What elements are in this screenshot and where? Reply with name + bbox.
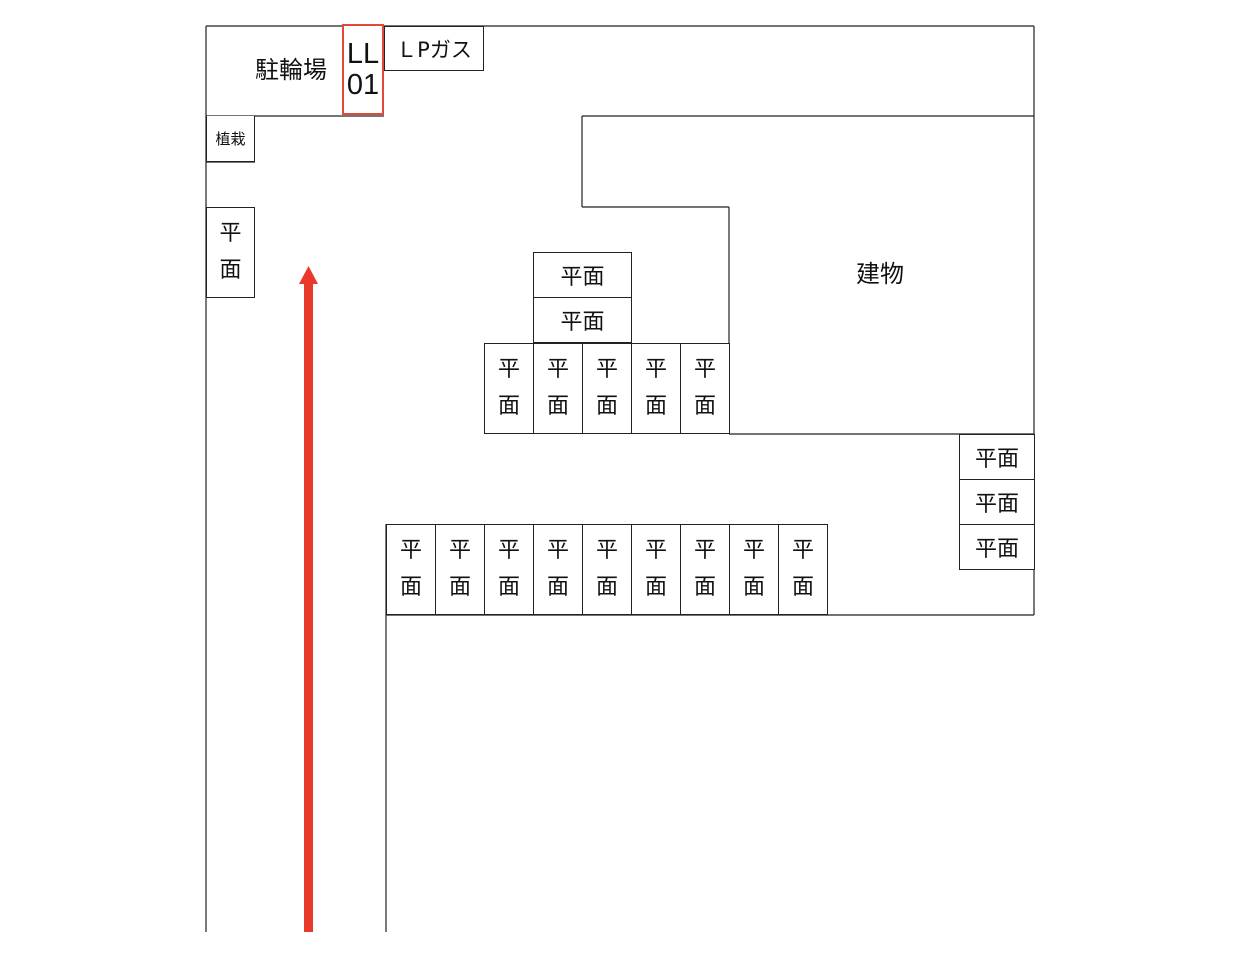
stall-label: 平面 — [974, 537, 1019, 562]
stall-label: 平面 — [560, 265, 605, 290]
parking-stall-center-2[interactable]: 平面 — [533, 297, 632, 343]
stall-label-bottom: 面 — [742, 575, 765, 600]
lp-gas-area: ＬPガス — [384, 26, 484, 71]
stall-label-bottom: 面 — [399, 575, 422, 600]
parking-stall-center-1[interactable]: 平面 — [533, 252, 632, 298]
stall-label-bottom: 面 — [497, 575, 520, 600]
stall-label-bottom: 面 — [644, 394, 667, 419]
stall-label-top: 平 — [644, 357, 667, 382]
stall-label-top: 平 — [791, 538, 814, 563]
stall-label-bottom: 面 — [791, 575, 814, 600]
stall-label-top: 平 — [546, 357, 569, 382]
stall-label: 平面 — [974, 492, 1019, 517]
stall-label-bottom: 面 — [497, 394, 520, 419]
stall-label-top: 平 — [693, 538, 716, 563]
bicycle-parking-label: 駐輪場 — [255, 56, 327, 84]
parking-stall-bottom-3[interactable]: 平 面 — [484, 524, 534, 615]
spot-code-line1: LL — [346, 38, 380, 71]
stall-label-bottom: 面 — [546, 575, 569, 600]
parking-stall-middle-3[interactable]: 平 面 — [582, 343, 632, 434]
planting-label: 植栽 — [215, 130, 246, 148]
stall-label-top: 平 — [595, 538, 618, 563]
stall-label: 平面 — [560, 310, 605, 335]
stall-label-top: 平 — [644, 538, 667, 563]
stall-label-bottom: 面 — [644, 575, 667, 600]
stall-label-bottom: 面 — [693, 575, 716, 600]
parking-stall-right-1[interactable]: 平面 — [959, 434, 1035, 480]
parking-stall-bottom-2[interactable]: 平 面 — [435, 524, 485, 615]
stall-label-top: 平 — [497, 538, 520, 563]
parking-stall-middle-4[interactable]: 平 面 — [631, 343, 681, 434]
parking-stall-right-2[interactable]: 平面 — [959, 479, 1035, 525]
stall-label-top: 平 — [497, 357, 520, 382]
parking-stall-bottom-5[interactable]: 平 面 — [582, 524, 632, 615]
parking-stall-bottom-6[interactable]: 平 面 — [631, 524, 681, 615]
spot-code-line2: 01 — [346, 68, 380, 101]
lp-gas-label: ＬPガス — [396, 37, 472, 62]
stall-label-top: 平 — [399, 538, 422, 563]
planting-area: 植栽 — [206, 116, 255, 162]
stall-label-bottom: 面 — [546, 394, 569, 419]
parking-stall-right-3[interactable]: 平面 — [959, 524, 1035, 570]
stall-label-top: 平 — [742, 538, 765, 563]
stall-label-bottom: 面 — [595, 394, 618, 419]
parking-stall-bottom-9[interactable]: 平 面 — [778, 524, 828, 615]
highlighted-spot-ll01[interactable]: LL 01 — [342, 24, 384, 115]
parking-stall-middle-1[interactable]: 平 面 — [484, 343, 534, 434]
parking-stall-middle-5[interactable]: 平 面 — [680, 343, 730, 434]
stall-label-bottom: 面 — [219, 258, 242, 283]
stall-label-bottom: 面 — [693, 394, 716, 419]
stall-label: 平面 — [974, 447, 1019, 472]
stall-label-top: 平 — [448, 538, 471, 563]
stall-label-bottom: 面 — [595, 575, 618, 600]
building-label: 建物 — [856, 260, 904, 288]
parking-stall-bottom-1[interactable]: 平 面 — [386, 524, 436, 615]
parking-stall-left[interactable]: 平 面 — [206, 207, 255, 298]
stall-label-top: 平 — [546, 538, 569, 563]
parking-stall-middle-2[interactable]: 平 面 — [533, 343, 583, 434]
arrow-shaft — [304, 282, 313, 932]
stall-label-top: 平 — [693, 357, 716, 382]
stall-label-top: 平 — [219, 221, 242, 246]
stall-label-bottom: 面 — [448, 575, 471, 600]
parking-stall-bottom-7[interactable]: 平 面 — [680, 524, 730, 615]
stall-label-top: 平 — [595, 357, 618, 382]
parking-stall-bottom-4[interactable]: 平 面 — [533, 524, 583, 615]
arrow-head — [299, 266, 318, 284]
